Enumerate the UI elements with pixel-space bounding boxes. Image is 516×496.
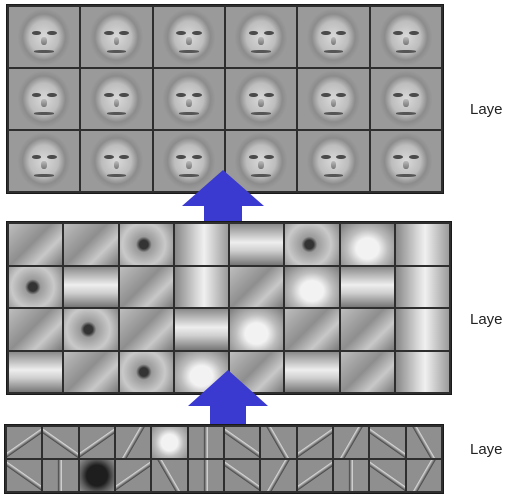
face-feature-tile [298, 131, 369, 191]
part-feature-tile [9, 266, 63, 307]
edge-feature-tile [333, 460, 369, 491]
part-feature-tile [395, 224, 449, 265]
layer-1-label: Laye [470, 441, 503, 458]
part-feature-tile [119, 266, 173, 307]
face-feature-tile [298, 7, 369, 67]
face-feature-tile [370, 69, 441, 129]
edge-feature-tile [152, 460, 187, 491]
part-feature-tile [340, 309, 394, 350]
part-feature-tile [174, 309, 228, 350]
part-feature-tile [395, 309, 449, 350]
part-feature-tile [285, 351, 339, 392]
edge-feature-tile [188, 460, 223, 491]
face-feature-tile [81, 131, 152, 191]
face-feature-tile [153, 7, 224, 67]
layer-3-label: Laye [470, 101, 503, 118]
edge-feature-tile [115, 427, 151, 458]
part-feature-tile [64, 351, 118, 392]
edge-feature-tile [224, 427, 260, 458]
part-feature-tile [340, 224, 394, 265]
part-feature-tile [64, 224, 118, 265]
part-feature-tile [174, 224, 228, 265]
face-feature-tile [298, 69, 369, 129]
edge-feature-tile [43, 460, 78, 491]
face-feature-tile [153, 69, 224, 129]
edge-feature-tile [188, 427, 223, 458]
edge-feature-tile [224, 460, 260, 491]
layer-2-label: Laye [470, 311, 503, 328]
part-feature-tile [285, 224, 339, 265]
face-feature-tile [9, 131, 80, 191]
part-feature-tile [119, 309, 173, 350]
face-feature-tile [226, 7, 297, 67]
edge-feature-tile [261, 460, 296, 491]
part-feature-tile [340, 266, 394, 307]
part-feature-tile [230, 224, 284, 265]
edge-feature-tile [406, 460, 441, 491]
up-arrow-icon [188, 370, 268, 438]
face-feature-tile [9, 7, 80, 67]
part-feature-tile [9, 309, 63, 350]
edge-feature-tile [297, 427, 332, 458]
up-arrow-icon [182, 170, 264, 238]
edge-feature-tile [152, 427, 187, 458]
part-feature-tile [395, 351, 449, 392]
edge-feature-tile [115, 460, 151, 491]
edge-feature-tile [406, 427, 441, 458]
edge-feature-tile [370, 460, 405, 491]
face-feature-tile [370, 131, 441, 191]
face-feature-tile [226, 131, 297, 191]
part-feature-grid [6, 221, 452, 395]
part-feature-tile [395, 266, 449, 307]
part-feature-tile [285, 309, 339, 350]
part-feature-tile [340, 351, 394, 392]
face-feature-tile [81, 69, 152, 129]
edge-feature-tile [43, 427, 78, 458]
part-feature-tile [64, 309, 118, 350]
part-feature-tile [9, 224, 63, 265]
face-feature-tile [81, 7, 152, 67]
face-feature-tile [370, 7, 441, 67]
part-feature-tile [230, 266, 284, 307]
edge-feature-tile [7, 460, 42, 491]
edge-feature-tile [79, 460, 114, 491]
part-feature-tile [174, 266, 228, 307]
part-feature-tile [9, 351, 63, 392]
part-feature-tile [64, 266, 118, 307]
part-feature-tile [119, 351, 173, 392]
edge-feature-tile [79, 427, 114, 458]
edge-feature-grid [4, 424, 444, 494]
edge-feature-tile [370, 427, 405, 458]
face-feature-tile [9, 69, 80, 129]
edge-feature-tile [333, 427, 369, 458]
edge-feature-tile [261, 427, 296, 458]
part-feature-tile [119, 224, 173, 265]
part-feature-tile [230, 309, 284, 350]
part-feature-tile [285, 266, 339, 307]
face-feature-tile [226, 69, 297, 129]
edge-feature-tile [7, 427, 42, 458]
face-feature-grid [6, 4, 444, 194]
edge-feature-tile [297, 460, 332, 491]
